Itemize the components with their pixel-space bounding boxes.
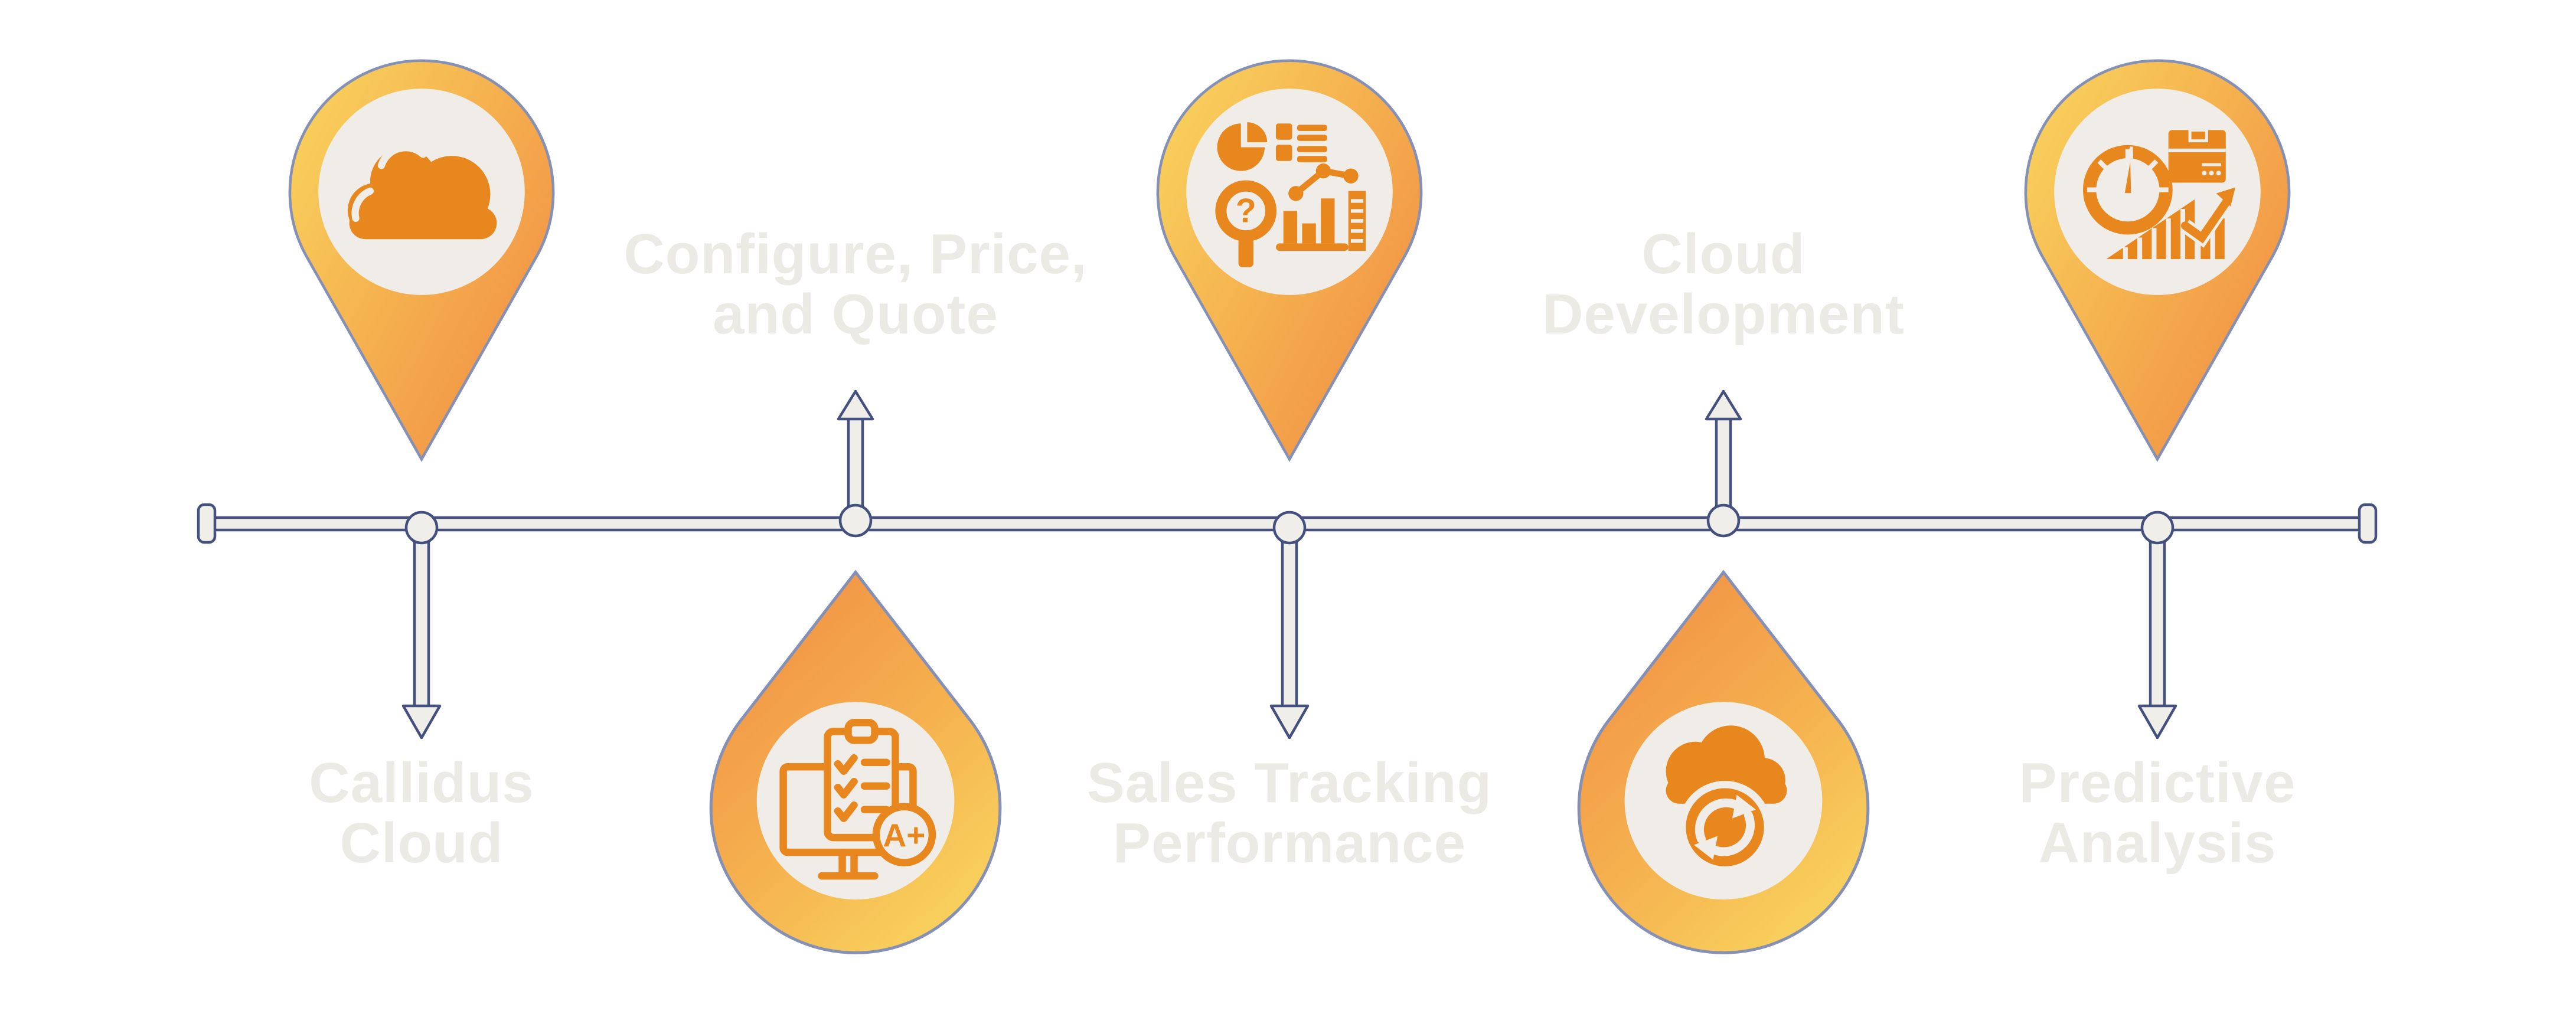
timeline-node xyxy=(838,503,873,538)
label-line: Configure, Price, xyxy=(623,223,1088,286)
arrow-down-icon xyxy=(1269,704,1310,740)
quote-checklist-grade-icon: A+ xyxy=(779,719,936,880)
label-predictive-analysis: Predictive Analysis xyxy=(1803,753,2512,873)
label-line: Callidus xyxy=(309,751,534,814)
timeline-node xyxy=(1272,511,1307,545)
timeline-node xyxy=(1706,503,1741,538)
label-line: Predictive xyxy=(2019,751,2296,814)
connector-stem-down xyxy=(413,525,430,709)
arrow-up-icon xyxy=(837,390,874,421)
arrow-down-icon xyxy=(401,704,442,740)
timeline-right-cap xyxy=(2358,503,2378,544)
arrow-down-icon xyxy=(2137,704,2177,740)
connector-stem-down xyxy=(2149,525,2166,709)
marker-configure-price-quote: A+ xyxy=(708,568,1003,958)
label-sales-tracking-performance: Sales Tracking Performance xyxy=(935,753,1644,873)
connector-stem-down xyxy=(1281,525,1298,709)
label-line: Cloud xyxy=(1641,223,1806,286)
label-line: and Quote xyxy=(713,283,998,346)
timeline-node xyxy=(2140,511,2175,545)
marker-callidus-cloud xyxy=(286,56,557,463)
label-line: Development xyxy=(1542,283,1905,346)
timeline-node xyxy=(404,511,439,545)
svg-text:?: ? xyxy=(1236,192,1256,230)
label-line: Analysis xyxy=(2038,812,2277,875)
label-cloud-development: Cloud Development xyxy=(1369,224,2078,345)
timeline-left-cap xyxy=(197,503,217,544)
marker-cloud-development xyxy=(1576,568,1871,958)
label-callidus-cloud: Callidus Cloud xyxy=(67,753,776,873)
arrow-up-icon xyxy=(1705,390,1742,421)
label-line: Cloud xyxy=(339,812,504,875)
svg-text:A+: A+ xyxy=(883,817,926,853)
cloud-icon xyxy=(347,144,497,240)
label-line: Performance xyxy=(1113,812,1466,875)
label-line: Sales Tracking xyxy=(1086,751,1493,814)
marker-predictive-analysis xyxy=(2022,56,2293,463)
sales-analytics-magnifier-icon: ? xyxy=(1215,122,1366,267)
cloud-sync-icon xyxy=(1666,725,1787,874)
label-configure-price-quote: Configure, Price, and Quote xyxy=(501,224,1210,345)
marker-sales-tracking: ? xyxy=(1154,56,1425,463)
